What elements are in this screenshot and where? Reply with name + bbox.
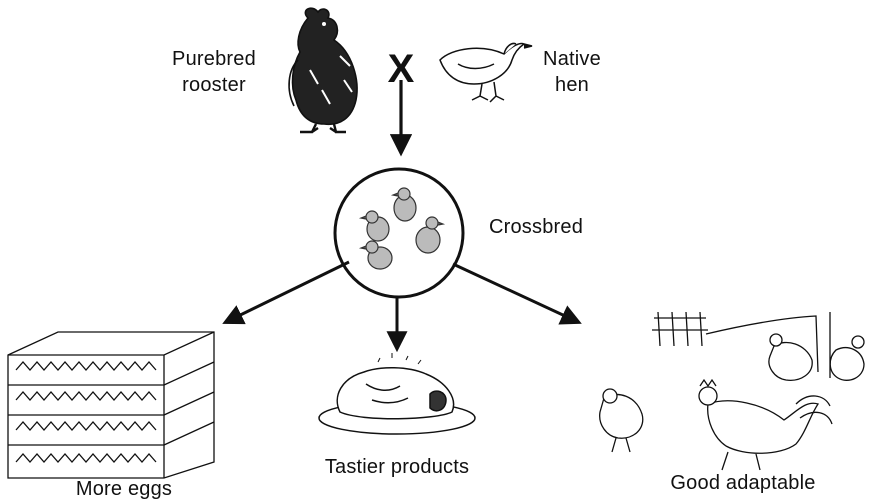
tastier-products-label: Tastier products: [304, 454, 490, 480]
roast-chicken-image: [319, 353, 475, 434]
rooster-label: Purebred rooster: [158, 46, 270, 98]
hen-label-line1: Native: [536, 46, 608, 72]
rooster-label-line1: Purebred: [158, 46, 270, 72]
crossbred-label: Crossbred: [478, 214, 594, 240]
good-adaptable-label: Good adaptable: [648, 470, 838, 496]
more-eggs-label: More eggs: [54, 476, 194, 502]
hen-label: Native hen: [536, 46, 608, 98]
arrow-to-adaptable: [453, 264, 578, 322]
rooster-label-line2: rooster: [158, 72, 270, 98]
crossbred-circle: [335, 169, 463, 297]
hen-label-line2: hen: [536, 72, 608, 98]
egg-trays-image: [8, 332, 214, 478]
farm-chickens-image: [600, 312, 864, 470]
native-hen-image: [440, 43, 532, 102]
purebred-rooster-image: [289, 8, 357, 132]
arrow-to-eggs: [226, 262, 349, 322]
